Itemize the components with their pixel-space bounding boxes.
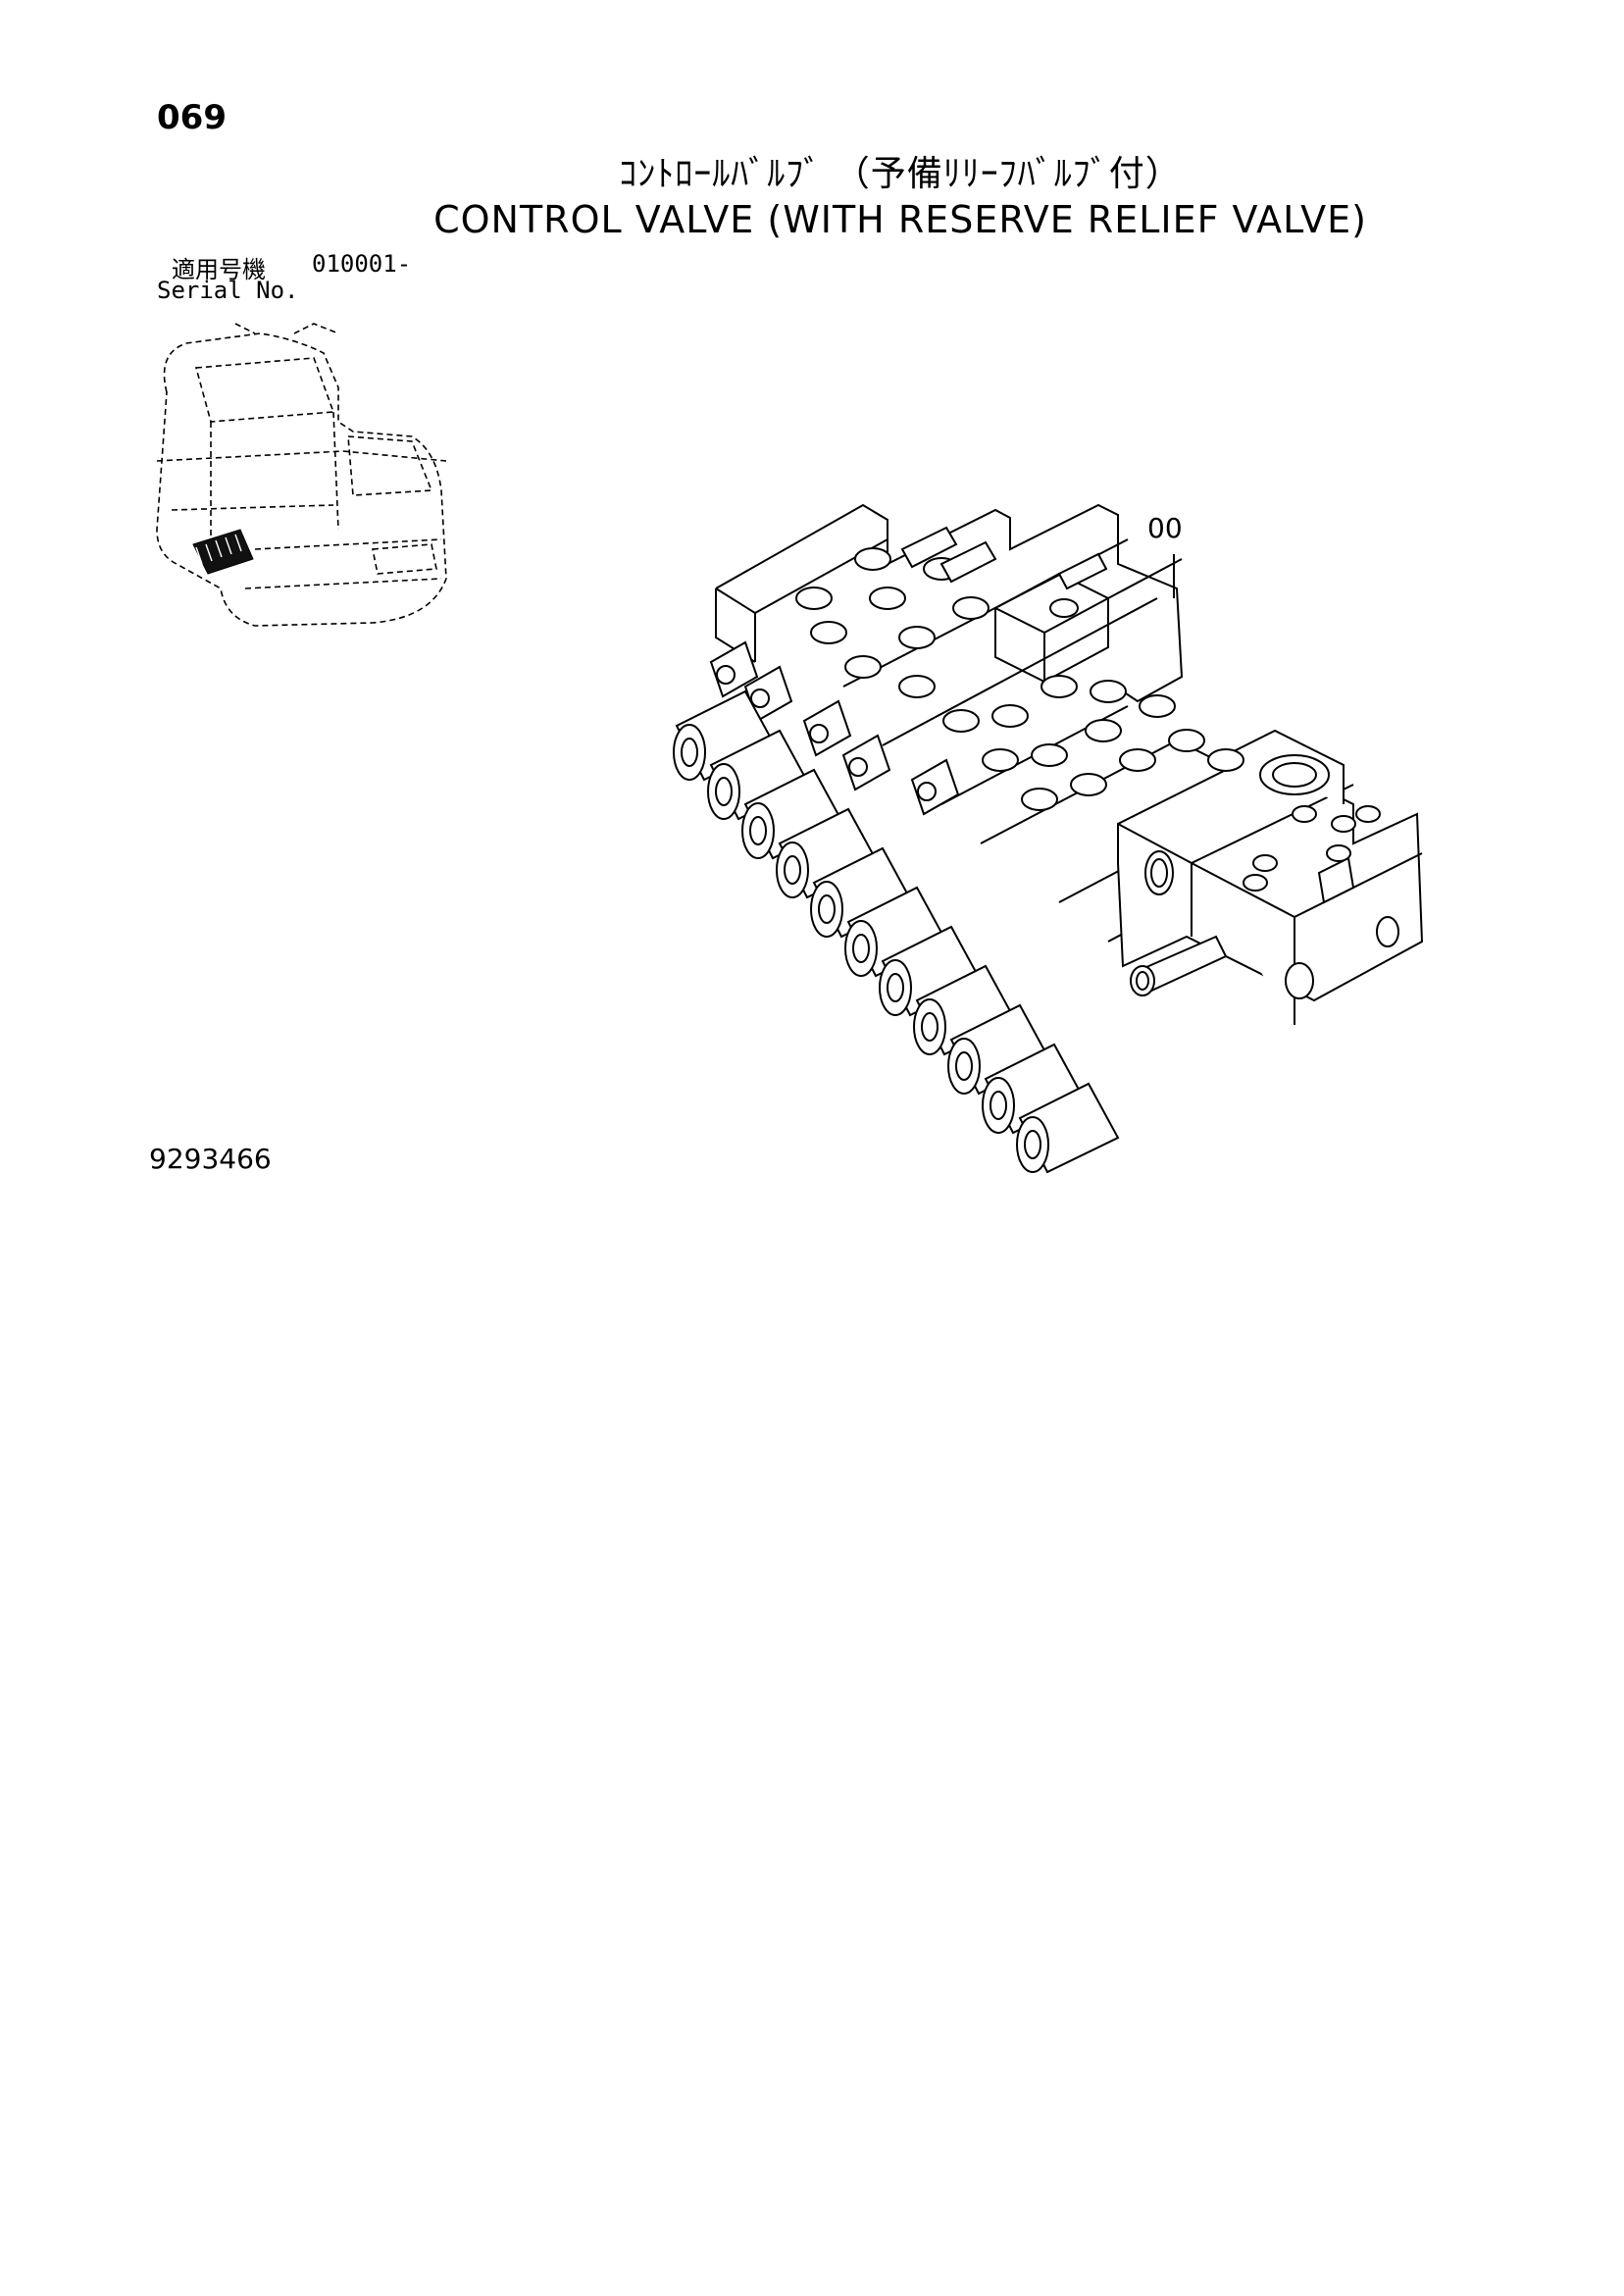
serial-label-english: Serial No.	[157, 277, 299, 304]
machine-overview-illustration	[156, 323, 447, 627]
valve-location-marker	[192, 529, 254, 575]
serial-number-value: 010001-	[312, 250, 412, 278]
control-valve-assembly-drawing	[673, 503, 1424, 1174]
title-english: CONTROL VALVE (WITH RESERVE RELIEF VALVE…	[433, 198, 1367, 241]
page-number: 069	[157, 98, 227, 137]
callout-label: 00	[1147, 512, 1183, 544]
drawing-number: 9293466	[149, 1143, 272, 1175]
serial-label-japanese: 適用号機	[172, 256, 266, 283]
title-japanese: ｺﾝﾄﾛｰﾙﾊﾞﾙﾌﾞ （予備ﾘﾘｰﾌﾊﾞﾙﾌﾞ付）	[619, 154, 1182, 194]
